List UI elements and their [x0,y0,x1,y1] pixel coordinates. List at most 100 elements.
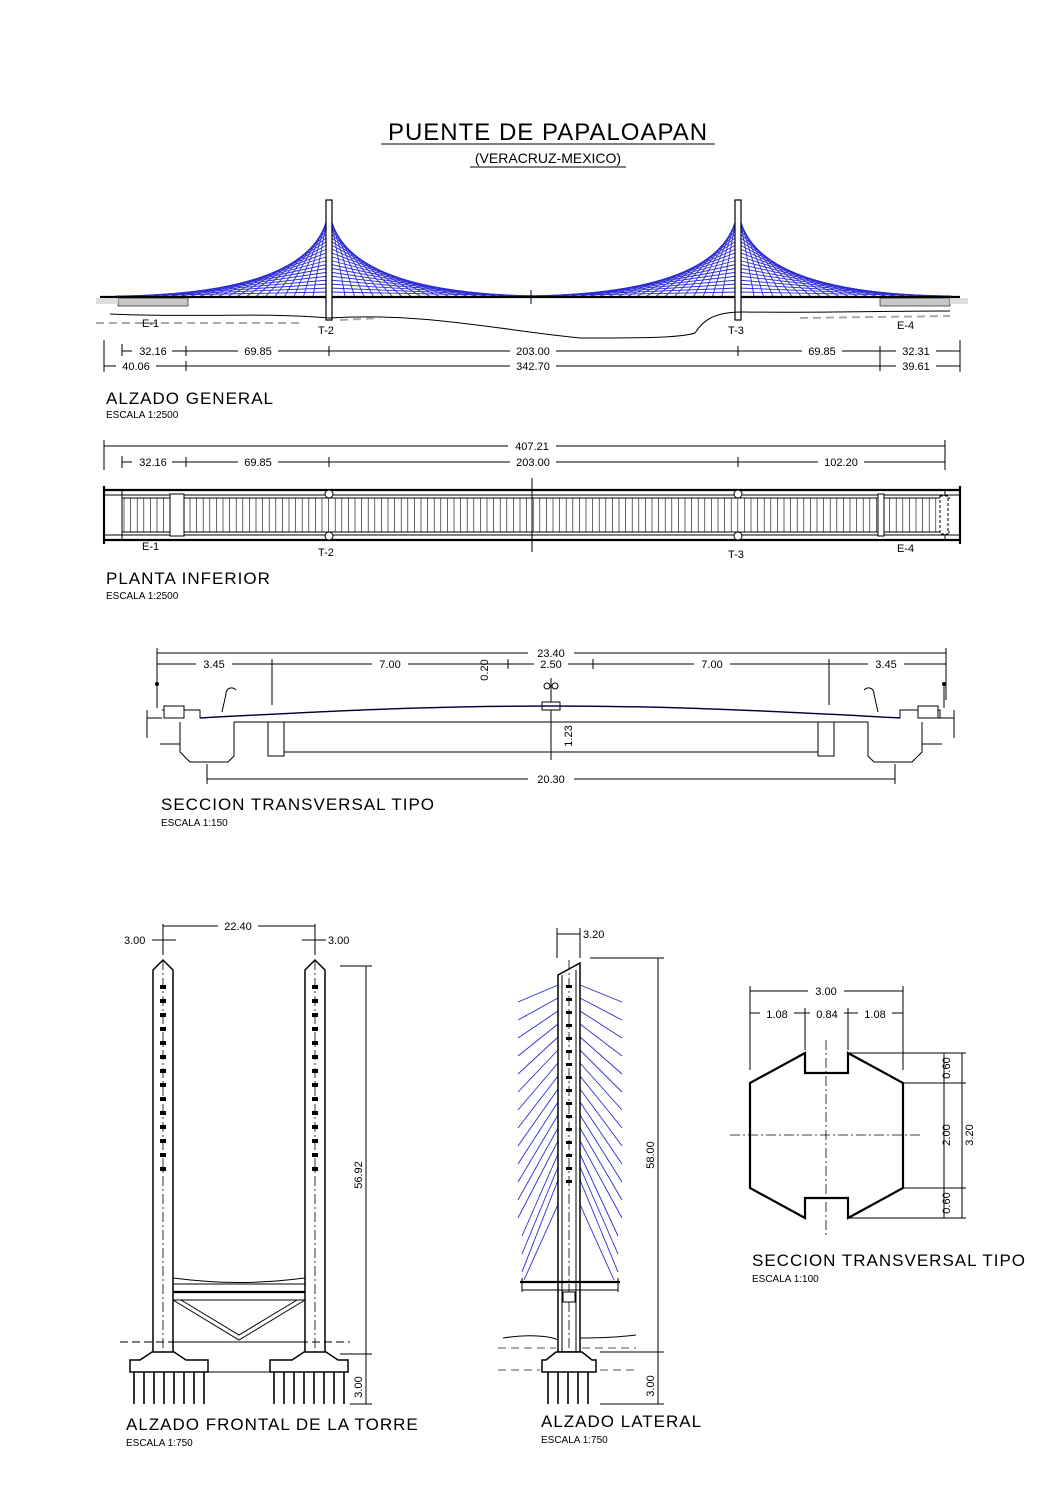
anchorage-mark [312,999,318,1003]
piles [547,1372,589,1404]
support-label-t3: T-3 [728,325,744,337]
dim-bg [510,344,556,357]
anchorage-mark [566,1128,572,1131]
view-label: PLANTA INFERIOR [106,569,271,588]
tower-t2 [325,199,333,321]
dim-bg [534,657,568,670]
stay-cable [579,1010,623,1039]
dim-value: 407.21 [515,441,549,453]
dim-value: 22.40 [224,921,252,933]
page-title: PUENTE DE PAPALOAPAN [388,119,708,146]
stay-cables-elevation [115,207,952,297]
railing-knob-right [942,682,946,686]
stay-cable [517,1140,559,1219]
support-label-t2: T-2 [318,325,334,337]
stay-cable [579,1075,623,1129]
anchorage-mark [160,1069,166,1073]
anchorage-mark [160,999,166,1003]
view-scale: ESCALA 1:100 [752,1274,819,1285]
dim-bg [808,984,844,997]
edge-beam-left [146,710,162,738]
anchorage-mark [160,1125,166,1129]
dim-bg [802,344,842,357]
dim-value: 69.85 [808,346,836,358]
stay-cable [517,1010,559,1039]
anchorage-mark [566,1011,572,1014]
dim-value: 39.61 [902,361,930,373]
stay-cable [124,287,330,297]
stay-cable [115,291,330,297]
anchorage-mark [160,1167,166,1171]
anchorage-mark [312,1069,318,1073]
dim-bg [896,359,936,372]
anchorage-mark [566,1154,572,1157]
stay-cable [579,1127,623,1201]
anchorage-mark [312,1111,318,1115]
dim-value: 69.85 [244,346,272,358]
stay-cable [517,1075,559,1129]
anchorage-mark [312,1055,318,1059]
dim-bg [510,455,556,468]
dim-value: 32.16 [139,346,167,358]
anchorage-mark [566,1063,572,1066]
view-label: SECCION TRANSVERSAL TIPO [161,795,435,814]
anchorage-mark [312,1083,318,1087]
dim-bg [218,919,258,932]
dim-bg [858,1007,892,1020]
anchorage-mark [312,985,318,989]
pile-cap-side [541,1351,597,1373]
dim-value: 69.85 [244,457,272,469]
stay-cable [579,1049,623,1093]
anchorage-mark [566,998,572,1001]
stay-cable [517,1049,559,1093]
dim-value: 58.00 [645,1141,657,1169]
dim-bg [196,657,232,670]
anchorage-mark [566,1089,572,1092]
anchorage-mark [566,1024,572,1027]
dim-value: 32.16 [139,457,167,469]
anchorage-mark [160,1041,166,1045]
stay-cable [517,1062,559,1111]
dim-value: 3.20 [583,929,604,941]
riverbed-profile [109,310,951,339]
anchorage-mark [566,1050,572,1053]
dim-bg [132,344,172,357]
stay-cable [521,1179,559,1273]
view-scale: ESCALA 1:750 [126,1438,193,1449]
anchorage-mark [566,1141,572,1144]
dim-bg [132,455,172,468]
pile-cap-right [269,1351,349,1373]
dim-value: 3.45 [875,659,896,671]
anchorage-marks [566,985,572,1183]
dim-value: 32.31 [902,346,930,358]
dim-value: 2.00 [941,1124,953,1145]
stay-cables-side [517,984,623,1281]
stay-cable [209,251,330,297]
dim-bg [238,344,278,357]
plan-view: 407.21 32.16 69.85 203.00 102.20 E-1 T-2… [102,439,962,602]
dim-bg [896,344,936,357]
stay-cable [579,1023,623,1057]
abutment-e4 [879,297,951,307]
anchorage-mark [160,1153,166,1157]
view-scale: ESCALA 1:150 [161,818,228,829]
anchorage-mark [312,1097,318,1101]
dim-value: 1.08 [864,1009,885,1021]
cross-beams [123,498,943,532]
stay-cable [328,251,449,297]
plan-abutment-e1 [169,493,185,537]
dim-value: 3.00 [328,935,349,947]
support-label-e4: E-4 [897,320,914,332]
dim-value: 3.00 [645,1375,657,1396]
stay-cable [517,1114,559,1183]
dim-value: 0.60 [941,1057,953,1078]
stay-cable [579,1088,623,1147]
piles [133,1372,345,1404]
stay-cable [517,1127,559,1201]
deck-top [162,705,952,719]
ground-dashed [96,315,951,324]
dim-value: 102.20 [824,457,858,469]
parapet-right [917,705,939,719]
dim-value: 0.60 [941,1192,953,1213]
